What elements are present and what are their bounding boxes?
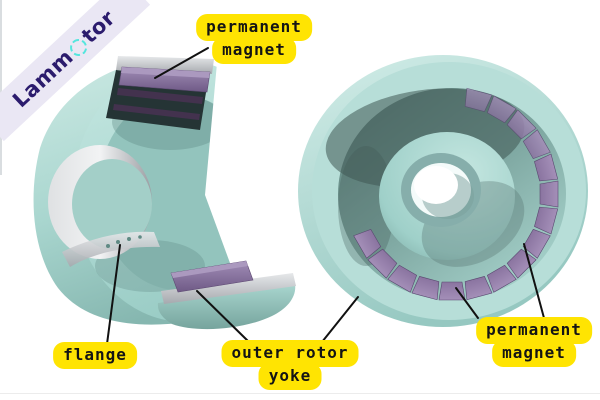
label-permanent-magnet-top: permanent magnet (196, 14, 312, 64)
leader-magnet-right-b (523, 243, 545, 319)
rotor-bottom-arm (157, 284, 296, 330)
label-outer-rotor-yoke: outer rotor yoke (221, 340, 359, 390)
shadowed-magnet-stripes (113, 88, 203, 120)
leader-yoke-left (196, 290, 251, 344)
label-text-line: magnet (492, 340, 576, 367)
leader-magnet-right-a (455, 287, 479, 319)
image-bottom-edge (0, 393, 600, 394)
flange-bolt-holes (106, 235, 142, 248)
label-permanent-magnet-right: permanent magnet (476, 317, 592, 367)
leader-lines (106, 47, 545, 345)
label-text-line: permanent (196, 14, 312, 41)
left-rotor-cutaway (33, 52, 345, 330)
leader-flange (106, 244, 121, 345)
label-text-line: permanent (476, 317, 592, 344)
bore-inner-web (72, 159, 152, 249)
cutaway-opening (205, 52, 345, 312)
cavity-shadow-left (338, 146, 394, 266)
label-text-line: yoke (258, 363, 322, 390)
magnet-bottom-bevel (171, 261, 248, 278)
label-text-line: magnet (212, 37, 296, 64)
image-left-edge (0, 0, 2, 175)
label-text-line: outer rotor (221, 340, 359, 367)
bore-highlight (414, 166, 458, 204)
leader-magnet-top (154, 47, 209, 79)
leader-yoke-right (321, 296, 359, 343)
label-text-line: flange (53, 342, 137, 369)
right-rotor-assembled (298, 55, 588, 327)
label-flange: flange (53, 342, 137, 369)
flange-plate (62, 231, 160, 267)
yoke-cross-section-bottom (161, 273, 296, 304)
permanent-magnet-ring (353, 87, 559, 301)
